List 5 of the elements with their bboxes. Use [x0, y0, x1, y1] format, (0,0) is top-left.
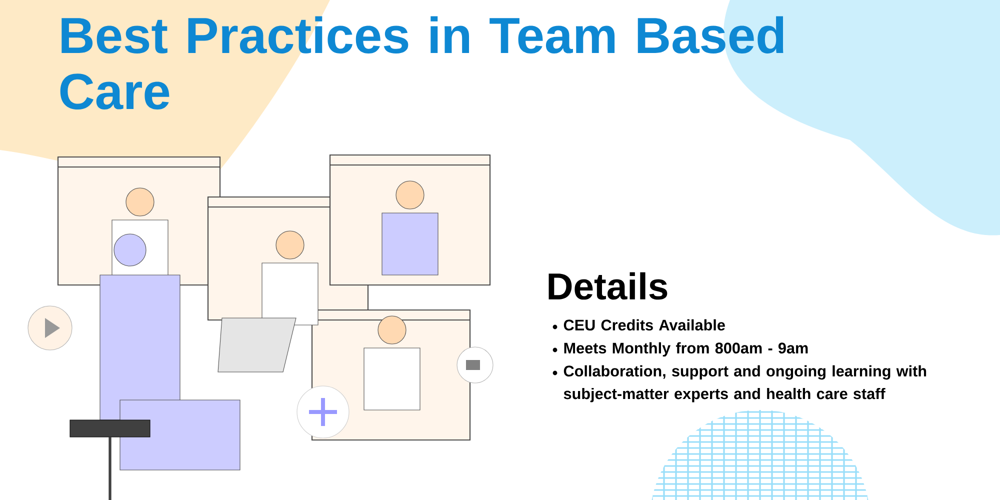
- title: Best Practices in Team Based Care: [60, 16, 784, 110]
- bullet-text: CEU Credits Available: [564, 319, 725, 331]
- heading: Details: [548, 272, 668, 300]
- bullet-text: Collaboration, support and ongoing learning with subject-matter experts and health care staff: [564, 365, 926, 402]
- bullet-text: Meets Monthly from 800am - 9am: [564, 342, 808, 357]
